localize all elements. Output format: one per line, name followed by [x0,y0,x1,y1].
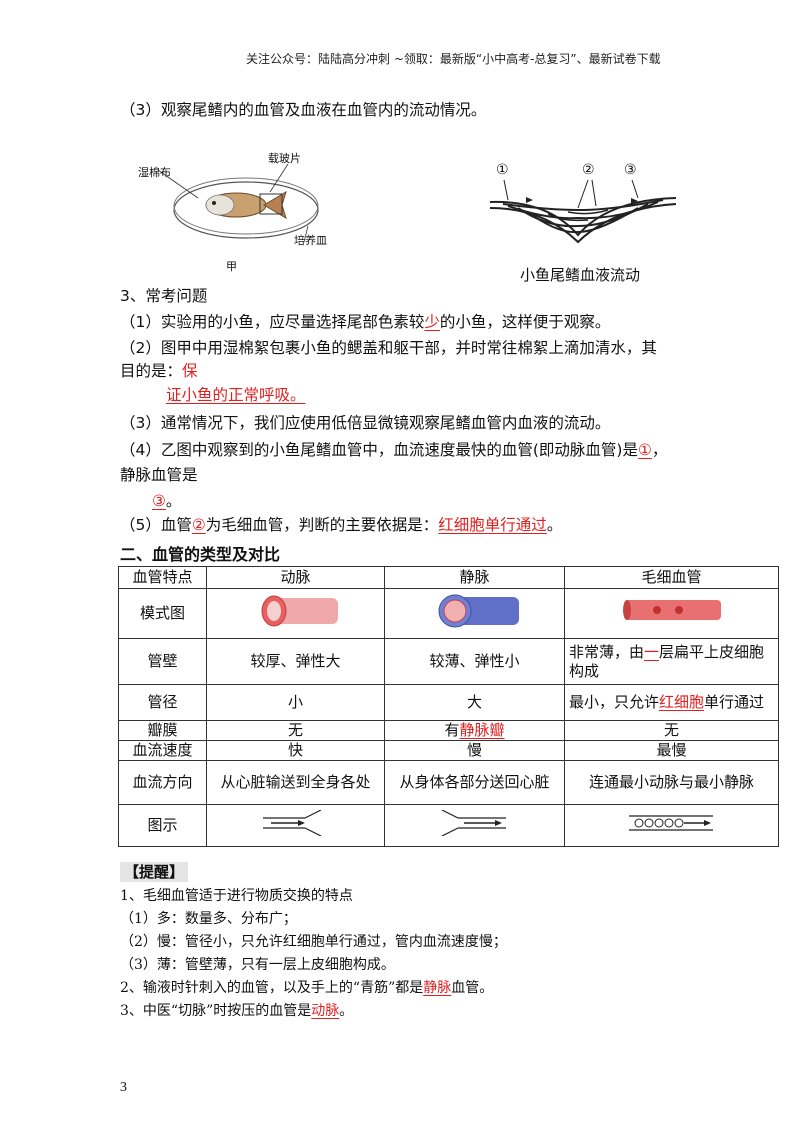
row-label: 血流方向 [118,760,207,805]
table-cell: 慢 [384,740,565,761]
question-5: （5）血管②为毛细血管，判断的主要依据是：红细胞单行通过。 [120,516,563,534]
answer-q4-vein-line: ③。 [152,492,182,510]
table-cell: 最小，只允许红细胞单行通过 [564,684,779,721]
vein-flow-diagram [384,804,565,847]
table-cell: 连通最小动脉与最小静脉 [564,760,779,805]
label-wet-cotton: 湿棉布 [138,166,171,179]
questions-title: 3、常考问题 [120,287,208,305]
table-cell: 有静脉瓣 [384,720,565,741]
table-cell: 无 [564,720,779,741]
figure-yi-caption: 小鱼尾鳍血液流动 [520,266,641,284]
artery-flow-diagram [206,804,385,847]
tail-fin-vessels-illustration [489,179,677,244]
row-label: 管壁 [118,638,207,685]
question-4: （4）乙图中观察到的小鱼尾鳍血管中，血流速度最快的血管(即动脉血管)是①， [120,441,668,459]
table-row-direction: 血流方向 从心脏输送到全身各处 从身体各部分送回心脏 连通最小动脉与最小静脉 [118,760,779,805]
capillary-flow-icon [628,815,713,831]
table-cell: 较厚、弹性大 [206,638,385,685]
header-cell: 血管特点 [118,566,207,589]
question-2: （2）图甲中用湿棉絮包裹小鱼的鳃盖和躯干部，并时常往棉絮上滴加清水，其 [120,339,657,357]
table-cell: 大 [384,684,565,721]
table-row-valve: 瓣膜 无 有静脉瓣 无 [118,720,779,741]
header-cell: 动脉 [206,566,385,589]
row-label: 血流速度 [118,740,207,761]
label-dish: 培养皿 [294,234,327,247]
answer-q1: 少 [424,313,440,331]
table-row-diagram: 图示 [118,804,779,847]
section-title: 二、血管的类型及对比 [120,545,281,564]
fish-dish-illustration [157,163,319,243]
table-row-speed: 血流速度 快 慢 最慢 [118,740,779,761]
table-cell: 非常薄，由一层扁平上皮细胞构成 [564,638,779,685]
marker-3: ③ [624,162,637,178]
question-3: （3）通常情况下，我们应使用低倍显微镜观察尾鳍血管内血液的流动。 [120,414,611,432]
table-cell: 从身体各部分送回心脏 [384,760,565,805]
artery-flow-icon [262,809,321,837]
tip-line-2: （1）多：数量多、分布广； [120,911,297,927]
answer-q5-capillary: ② [191,516,206,534]
question-4-cont: 静脉血管是 [120,466,198,484]
vein-cross-section [438,594,519,628]
tip-answer-artery: 动脉 [311,1003,340,1019]
question-2-cont: 目的是：保 [120,362,198,380]
vessel-comparison-table: 血管特点 动脉 静脉 毛细血管 模式图 [118,566,779,847]
table-row-diameter: 管径 小 大 最小，只允许红细胞单行通过 [118,684,779,721]
tip-line-1: 1、毛细血管适于进行物质交换的特点 [120,888,353,904]
table-cell: 无 [206,720,385,741]
section3-heading: （3）观察尾鳍内的血管及血液在血管内的流动情况。 [120,101,487,119]
answer-q2-part2: 证小鱼的正常呼吸。 [166,386,306,404]
table-row-model: 模式图 [118,588,779,639]
vein-flow-icon [441,809,506,837]
tip-line-4: （3）薄：管壁薄，只有一层上皮细胞构成。 [120,957,395,973]
vein-model-image [384,588,565,639]
table-cell: 小 [206,684,385,721]
label-slide: 载玻片 [268,152,301,165]
page-header: 关注公众号：陆陆高分冲刺 ~领取：最新版“小中高考-总复习”、最新试卷下载 [246,52,661,66]
question-1: （1）实验用的小鱼，应尽量选择尾部色素较少的小鱼，这样便于观察。 [120,313,611,331]
table-header-row: 血管特点 动脉 静脉 毛细血管 [118,566,779,589]
header-cell: 静脉 [384,566,565,589]
table-cell: 快 [206,740,385,761]
answer-q2-part1: 保 [182,362,198,380]
capillary-flow-diagram [564,804,779,847]
tip-line-5: 2、输液时针刺入的血管，以及手上的“青筋”都是静脉血管。 [120,980,494,996]
row-label: 瓣膜 [118,720,207,741]
tip-answer-vein: 静脉 [423,980,452,996]
figure-yi: ① ② ③ 小鱼尾鳍血液流动 [488,160,678,288]
marker-2: ② [582,162,595,178]
answer-q4-vein: ③ [152,492,166,510]
tip-line-3: （2）慢：管径小，只允许红细胞单行通过，管内血流速度慢； [120,934,507,950]
tip-line-6: 3、中医“切脉”时按压的血管是动脉。 [120,1003,354,1019]
artery-model-image [206,588,385,639]
answer-q4-artery: ① [637,441,652,459]
table-cell: 最慢 [564,740,779,761]
row-label: 管径 [118,684,207,721]
capillary-model-image [564,588,779,639]
capillary-tube [622,600,721,620]
artery-cross-section [261,595,338,627]
answer-q5-reason: 红细胞单行通过 [438,516,547,534]
tips-title: 【提醒】 [120,862,189,882]
figure-jia: 湿棉布 载玻片 培养皿 甲 [136,148,366,273]
row-label: 模式图 [118,588,207,639]
figure-jia-caption: 甲 [226,260,237,273]
page-number: 3 [120,1080,127,1095]
table-row-wall: 管壁 较厚、弹性大 较薄、弹性小 非常薄，由一层扁平上皮细胞构成 [118,638,779,685]
row-label: 图示 [118,804,207,847]
marker-1: ① [496,162,509,178]
header-cell: 毛细血管 [564,566,779,589]
table-cell: 从心脏输送到全身各处 [206,760,385,805]
table-cell: 较薄、弹性小 [384,638,565,685]
